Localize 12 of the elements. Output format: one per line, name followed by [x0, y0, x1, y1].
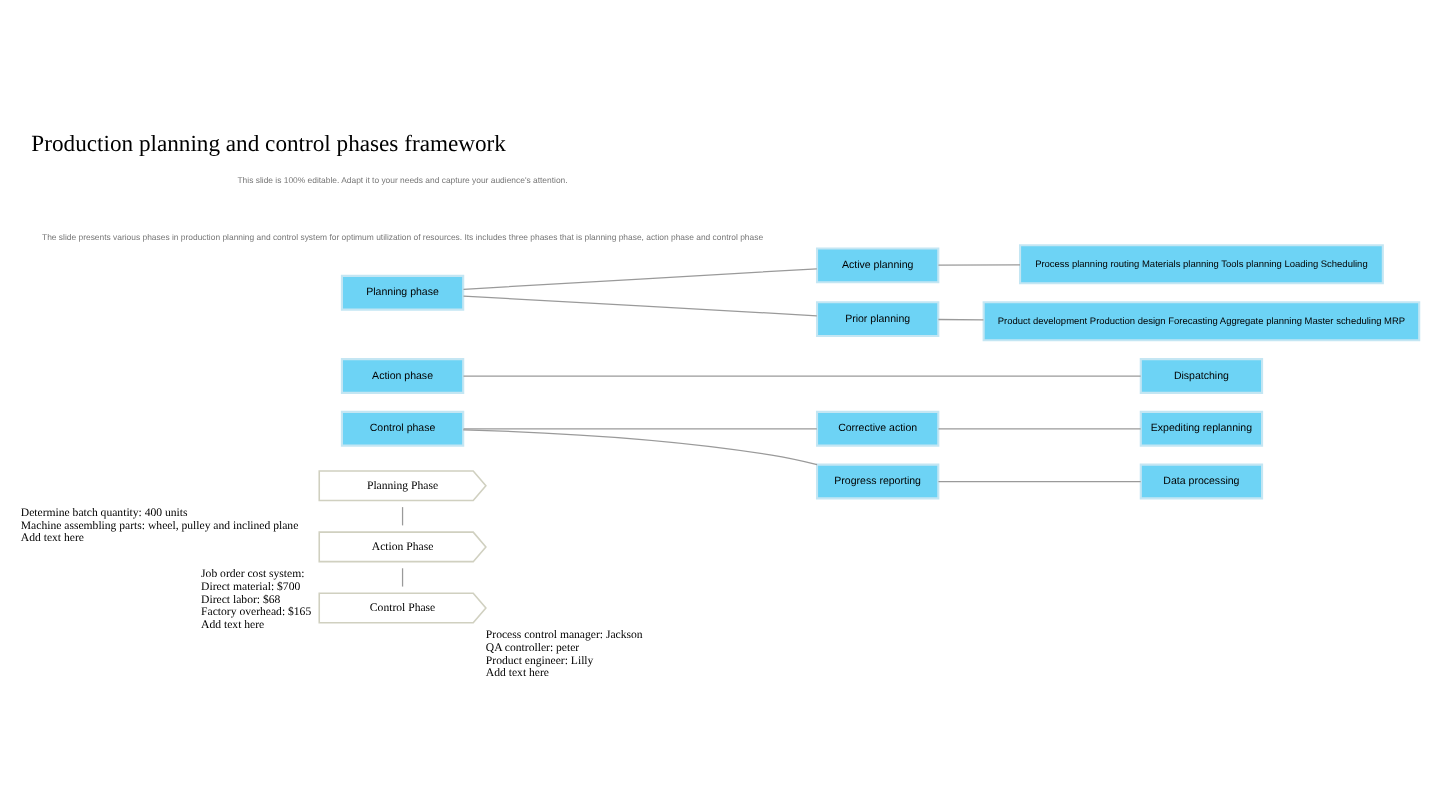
connector [937, 480, 1142, 483]
connector [401, 567, 404, 588]
diagram-title: Production planning and control phases framework [31, 131, 506, 157]
connector [462, 268, 818, 290]
connector [937, 428, 1142, 430]
connector [462, 375, 1142, 377]
connector [462, 428, 818, 430]
connector [937, 318, 985, 321]
connector [462, 429, 818, 466]
connector [401, 506, 404, 527]
connector [462, 295, 818, 317]
connector [937, 264, 1021, 266]
